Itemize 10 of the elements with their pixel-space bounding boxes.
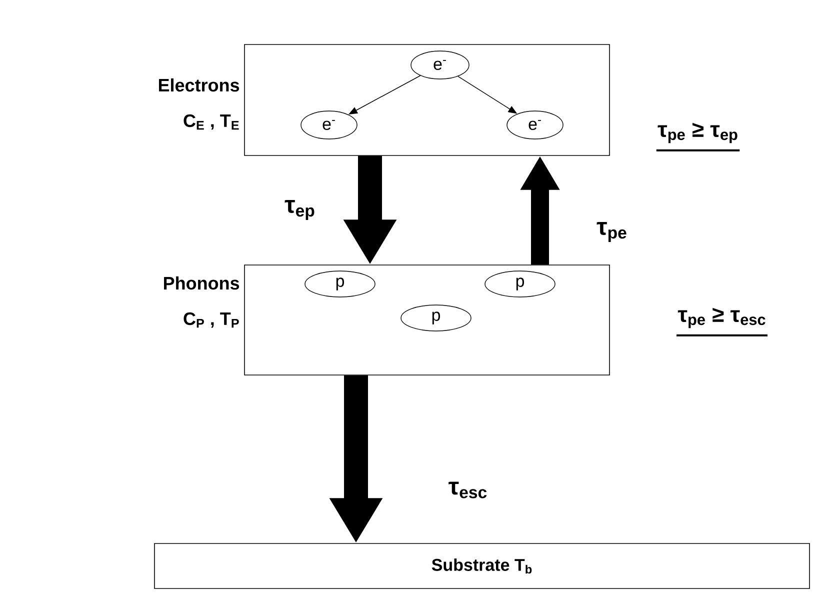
relation-label: τ$_{pe}$ ≥ τ$_{esc}$ <box>678 308 766 328</box>
layer-box: Substrate T$_{b}$ <box>154 543 810 589</box>
edge-label: τ$_{ep}$ <box>284 200 314 220</box>
node-label: C$_{P}$ , T$_{P}$ <box>184 312 239 328</box>
relation-label: τ$_{pe}$ ≥ τ$_{ep}$ <box>658 122 738 144</box>
edge-label: τ$_{pe}$ <box>596 222 626 242</box>
node-label: Electrons <box>158 78 240 92</box>
node-label: Phonons <box>164 276 240 290</box>
edge-label: τ$_{esc}$ <box>448 482 487 498</box>
node-label: C$_{E}$ , T$_{E}$ <box>184 114 239 130</box>
